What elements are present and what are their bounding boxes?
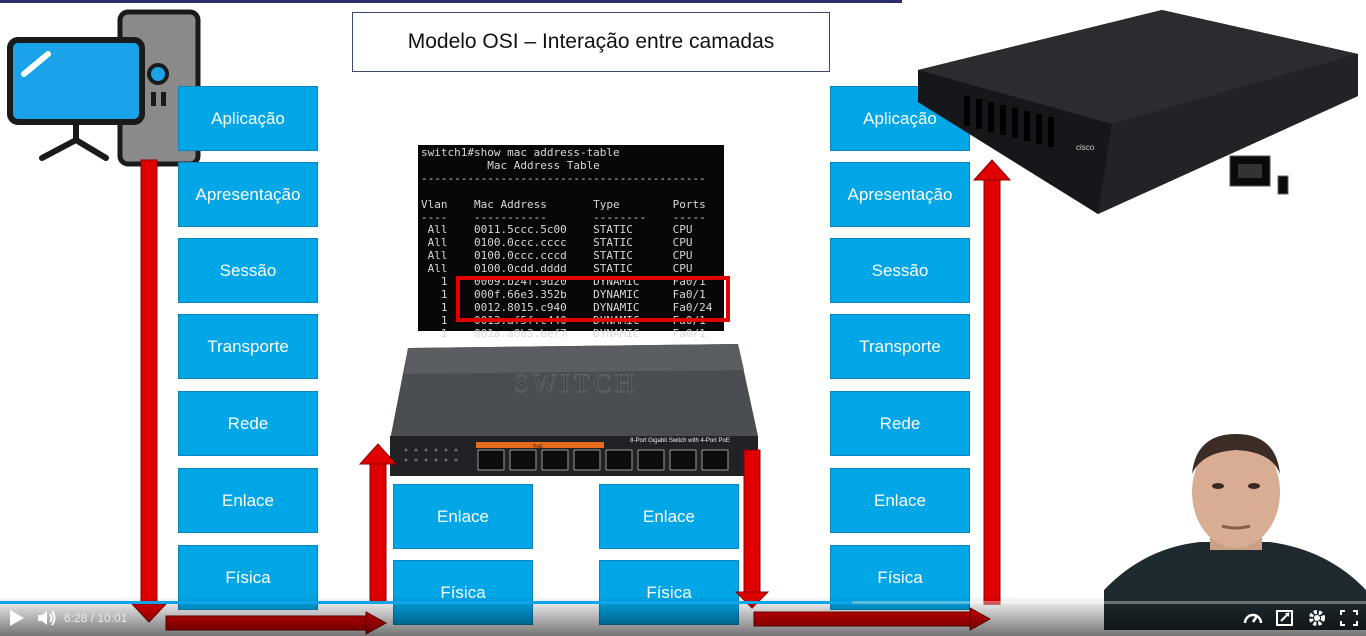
video-progress-fill bbox=[0, 601, 853, 604]
left-layer-session: Sessão bbox=[178, 238, 318, 303]
right-layer-network: Rede bbox=[830, 391, 970, 456]
right-layer-datalink: Enlace bbox=[830, 468, 970, 533]
slide-title: Modelo OSI – Interação entre camadas bbox=[352, 12, 830, 72]
playback-speed-icon[interactable] bbox=[1242, 608, 1264, 628]
arrow-switch-up bbox=[369, 461, 387, 603]
fullscreen-icon[interactable] bbox=[1338, 608, 1360, 628]
switch-brand-text: SWITCH bbox=[514, 369, 638, 398]
mac-address-table-terminal: switch1#show mac address-table Mac Addre… bbox=[418, 145, 724, 340]
left-layer-presentation: Apresentação bbox=[178, 162, 318, 227]
top-accent-line bbox=[0, 0, 902, 3]
computer-icon bbox=[7, 9, 201, 167]
router-brand-text: cisco bbox=[1076, 143, 1095, 152]
left-layer-transport: Transporte bbox=[178, 314, 318, 379]
arrow-left-down bbox=[140, 159, 158, 607]
left-layer-datalink: Enlace bbox=[178, 468, 318, 533]
settings-gear-icon[interactable] bbox=[1306, 608, 1328, 628]
switch-caption: 8-Port Gigabit Switch with 4-Port PoE bbox=[630, 438, 730, 444]
right-layer-presentation: Apresentação bbox=[830, 162, 970, 227]
mac-highlight-box bbox=[456, 276, 730, 322]
terminal-output: switch1#show mac address-table Mac Addre… bbox=[421, 146, 713, 340]
video-time: 6:28 / 10:01 bbox=[64, 611, 128, 625]
network-switch-image: SWITCH PoE 8-Port Gigabit Switch with 4-… bbox=[390, 344, 758, 476]
left-layer-application: Aplicação bbox=[178, 86, 318, 151]
video-progress-bar[interactable] bbox=[0, 601, 1366, 604]
right-layer-transport: Transporte bbox=[830, 314, 970, 379]
router-image: cisco bbox=[918, 10, 1358, 214]
arrow-right-up bbox=[983, 177, 1001, 605]
switch-left-layer-datalink: Enlace bbox=[393, 484, 533, 549]
switch-right-layer-datalink: Enlace bbox=[599, 484, 739, 549]
volume-icon[interactable] bbox=[36, 608, 58, 628]
play-icon[interactable] bbox=[6, 608, 28, 628]
switch-poe-label: PoE bbox=[533, 444, 543, 450]
popout-icon[interactable] bbox=[1274, 608, 1296, 628]
right-layer-session: Sessão bbox=[830, 238, 970, 303]
left-layer-network: Rede bbox=[178, 391, 318, 456]
